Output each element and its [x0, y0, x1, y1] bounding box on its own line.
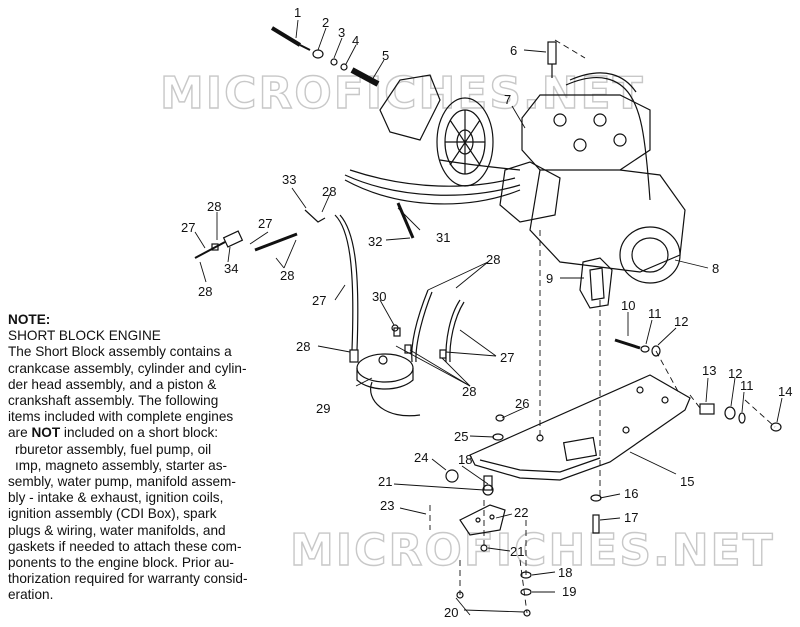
callout-27: 27	[312, 293, 326, 308]
bracket-part	[391, 324, 602, 617]
callout-30: 30	[372, 289, 386, 304]
callout-29: 29	[316, 401, 330, 416]
mount-bolts-right	[614, 338, 782, 432]
callout-23: 23	[380, 498, 394, 513]
note-line: crankcase assembly, cylinder and cylin-	[8, 360, 247, 376]
note-line: gaskets if needed to attach these com-	[8, 538, 242, 554]
note-line: bly - intake & exhaust, ignition coils,	[8, 490, 224, 506]
short-block-note: NOTE: SHORT BLOCK ENGINE The Short Block…	[8, 312, 298, 604]
note-line: The Short Block assembly contains a	[8, 344, 232, 360]
callout-32: 32	[368, 234, 382, 249]
callout-28e: 28	[198, 284, 212, 299]
callout-27d: 27	[500, 350, 514, 365]
callout-10: 10	[621, 298, 635, 313]
callout-26: 26	[515, 396, 529, 411]
callout-28: 28	[296, 339, 310, 354]
note-line: ignition assembly (CDI Box), spark	[8, 506, 217, 522]
callout-22: 22	[514, 505, 528, 520]
callout-11: 11	[648, 306, 662, 321]
note-not-post: included on a short block:	[60, 425, 219, 441]
note-not-word: NOT	[31, 425, 61, 441]
callout-20: 20	[444, 605, 458, 620]
callout-14: 14	[778, 384, 792, 399]
note-line: sembly, water pump, manifold assem-	[8, 474, 236, 490]
watermark-top: MICROFICHES.NET	[160, 68, 645, 119]
callout-18b: 18	[458, 452, 472, 467]
fuel-line-right	[393, 289, 465, 363]
note-title: NOTE:	[8, 312, 51, 327]
fuel-filter-part	[194, 230, 298, 259]
callout-4: 4	[352, 33, 359, 48]
note-line: crankshaft assembly. The following	[8, 393, 219, 409]
note-not-pre: are	[8, 425, 32, 441]
note-line: plugs & wiring, water manifolds, and	[8, 522, 226, 538]
callout-28f: 28	[486, 252, 500, 267]
callout-11b: 11	[740, 378, 754, 393]
callout-27b: 27	[258, 216, 272, 231]
note-line: rburetor assembly, fuel pump, oil	[15, 441, 212, 457]
callout-labels: 1 2 3 4 5 6 7 8 9 10 11 12 13 12 11 14 1…	[181, 5, 792, 620]
callout-27c: 27	[181, 220, 195, 235]
note-line: eration.	[8, 587, 54, 603]
callout-15: 15	[680, 474, 694, 489]
pulley-part	[379, 74, 494, 187]
callout-12: 12	[674, 314, 688, 329]
callout-3: 3	[338, 25, 345, 40]
note-line: thorization required for warranty consid…	[8, 571, 248, 587]
callout-28d: 28	[207, 199, 221, 214]
callout-28b: 28	[322, 184, 336, 199]
watermark-bottom: MICROFICHES.NET	[290, 525, 775, 576]
callout-7: 7	[504, 92, 511, 107]
callout-33: 33	[282, 172, 296, 187]
callout-leaders	[194, 19, 783, 616]
fuel-pump-part	[356, 353, 421, 417]
note-line: SHORT BLOCK ENGINE	[8, 328, 161, 344]
spark-plug-part	[547, 41, 557, 78]
callout-34: 34	[224, 261, 238, 276]
cable-harness	[344, 159, 521, 239]
callout-28c: 28	[280, 268, 294, 283]
callout-6: 6	[510, 43, 517, 58]
leader-lines	[429, 39, 776, 614]
callout-8: 8	[712, 261, 719, 276]
callout-17: 17	[624, 510, 638, 525]
callout-21: 21	[510, 544, 524, 559]
callout-12b: 12	[728, 366, 742, 381]
callout-9: 9	[546, 271, 553, 286]
callout-5: 5	[382, 48, 389, 63]
callout-13: 13	[702, 363, 716, 378]
fuel-line-left	[304, 209, 359, 363]
callout-18: 18	[558, 565, 572, 580]
callout-21b: 21	[378, 474, 392, 489]
note-line: ponents to the engine block. Prior au-	[8, 555, 234, 571]
skid-plate-part	[469, 374, 691, 481]
bolt-part	[270, 26, 380, 87]
callout-16: 16	[624, 486, 638, 501]
callout-19: 19	[562, 584, 576, 599]
callout-28g: 28	[462, 384, 476, 399]
callout-25: 25	[454, 429, 468, 444]
callout-1: 1	[294, 5, 301, 20]
note-line: ımp, magneto assembly, starter as-	[15, 457, 228, 473]
note-line: der head assembly, and a piston &	[8, 376, 217, 392]
engine-block	[499, 72, 686, 284]
callout-31: 31	[436, 230, 450, 245]
note-line: items included with complete engines	[8, 409, 234, 425]
exhaust-gasket-part	[579, 257, 613, 309]
callout-2: 2	[322, 15, 329, 30]
note-line-not: are NOT included on a short block:	[8, 425, 298, 441]
callout-24: 24	[414, 450, 428, 465]
